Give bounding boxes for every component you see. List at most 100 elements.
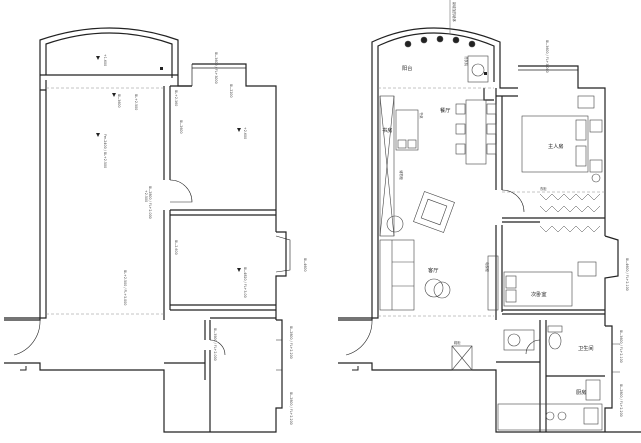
nightstand-icon — [589, 159, 603, 173]
pillow-icon — [505, 275, 517, 289]
left-label: BL-2800 / FL+2.000 — [148, 186, 152, 219]
right-label: 鞋柜 — [454, 340, 461, 345]
toilet-bowl-icon — [548, 332, 562, 350]
tv-cabinet-icon — [487, 255, 499, 311]
entry-mark-icon — [20, 366, 27, 371]
left-label: BL-2.600 — [174, 240, 178, 255]
chair-icon — [455, 143, 466, 155]
right-door-swings — [345, 189, 541, 356]
left-label: BL-3900 / FL+2.000 — [213, 328, 217, 361]
kitchen-counter-icon — [497, 403, 603, 431]
fridge-icon — [585, 379, 601, 401]
nightstand-icon — [577, 261, 597, 277]
right-balcony-wall — [371, 27, 501, 82]
right-side-windows — [612, 343, 620, 373]
chair-icon — [407, 139, 417, 149]
right-inner-walls — [483, 88, 605, 432]
level-marker-icon — [237, 268, 241, 272]
chair-icon — [455, 103, 466, 115]
plant-icon — [452, 36, 460, 44]
toilet-tank-icon — [547, 325, 563, 333]
lamp-icon — [591, 173, 601, 183]
left-label: BL-2600 — [179, 120, 183, 134]
left-label: BL-3600 — [117, 94, 121, 108]
right-label: BL-3600 / FL+2.100 — [619, 330, 623, 363]
room-label-study: 书房 — [382, 126, 392, 134]
left-floor-plan — [4, 27, 291, 433]
pillow-icon — [505, 289, 517, 303]
level-marker-icon — [112, 93, 116, 97]
shoe-cabinet-icon — [451, 345, 473, 371]
side-table-icon — [386, 215, 404, 233]
right-label: 衣柜 — [540, 186, 547, 191]
left-level-markers — [20, 56, 241, 371]
armchair-inner-icon — [420, 198, 448, 226]
pillow-icon — [575, 145, 587, 167]
right-outer-wall — [338, 65, 641, 433]
plant-icon — [404, 40, 412, 48]
left-label: +1.600 — [103, 54, 107, 66]
room-label-second-bedroom: 次卧室 — [531, 290, 547, 298]
cabinet-diagonal — [379, 95, 395, 237]
left-label: BL-4820 / FL+3.00 — [243, 267, 247, 298]
marker-square-icon — [484, 72, 487, 75]
left-door-swings — [13, 179, 226, 356]
left-top-window — [191, 63, 247, 86]
dining-table-icon — [465, 99, 487, 165]
right-dashed-lines — [378, 87, 605, 317]
left-label: BL+2.500 / FL+3.000 — [123, 270, 127, 305]
chair-icon — [455, 123, 466, 135]
level-marker-icon — [96, 133, 100, 137]
coffee-table-icon — [433, 281, 451, 299]
washing-drum-icon — [471, 63, 485, 77]
master-bed-icon — [521, 115, 589, 173]
right-label: 电视柜 — [485, 262, 490, 273]
right-label: 储物柜 — [399, 170, 404, 181]
room-label-dining: 餐厅 — [440, 106, 450, 114]
left-label: +2.500 — [144, 190, 148, 202]
chair-icon — [486, 103, 497, 115]
nightstand-icon — [589, 119, 603, 133]
chair-icon — [486, 123, 497, 135]
right-label: 新增加的墙体 — [452, 2, 457, 22]
plant-icon — [436, 35, 444, 43]
left-balcony-wall — [39, 27, 179, 78]
left-right-windows — [275, 235, 291, 371]
chair-icon — [397, 139, 407, 149]
left-label: Fm-2400 / BL+2.500 — [103, 134, 107, 168]
left-label: BL-2200 — [229, 84, 233, 98]
storage-cabinet-icon — [379, 95, 395, 237]
left-inner-walls — [163, 85, 276, 432]
sink-icon — [507, 333, 521, 347]
dresser-icon — [577, 95, 595, 109]
stove-burner-icon — [557, 411, 567, 421]
room-label-balcony: 阳台 — [402, 64, 412, 72]
right-label: BL-4600 / FL+2.100 — [625, 258, 629, 291]
right-markers — [352, 0, 487, 371]
left-label: BL-4600 — [303, 258, 307, 272]
right-room-labels: 主人房 次卧室 客厅 餐厅 阳台 卫生间 厨房 书房 — [382, 64, 594, 396]
level-marker-icon — [96, 56, 100, 60]
left-label: BL+2.360 — [174, 90, 178, 106]
desk-icon — [395, 109, 419, 151]
room-label-master-bedroom: 主人房 — [548, 142, 564, 150]
kitchen-sink-icon — [583, 407, 599, 425]
right-label: 书桌 — [419, 112, 424, 119]
right-top-window — [518, 65, 578, 71]
right-label: BL-3600 / FL+3.000 — [545, 40, 549, 73]
left-label: BL-3600 / FL+3000 — [214, 52, 218, 84]
left-label: BL-2800 / FL+2.200 — [289, 392, 293, 425]
armchair-icon — [413, 191, 455, 233]
cabinet-diagonal — [451, 345, 473, 371]
entry-mark-icon — [352, 366, 359, 371]
left-label: +2.600 — [243, 127, 247, 139]
chair-icon — [486, 143, 497, 155]
room-label-kitchen: 厨房 — [576, 388, 586, 396]
room-label-bathroom: 卫生间 — [578, 344, 594, 352]
sofa-icon — [379, 239, 415, 311]
wardrobe-icon — [539, 193, 601, 233]
room-label-living-room: 客厅 — [428, 266, 438, 274]
left-annotations: BL-3600 / FL+3000 +1.600 BL-3600 BL+2.50… — [103, 52, 307, 425]
left-label: BL-2800 / FL+2.200 — [289, 326, 293, 359]
